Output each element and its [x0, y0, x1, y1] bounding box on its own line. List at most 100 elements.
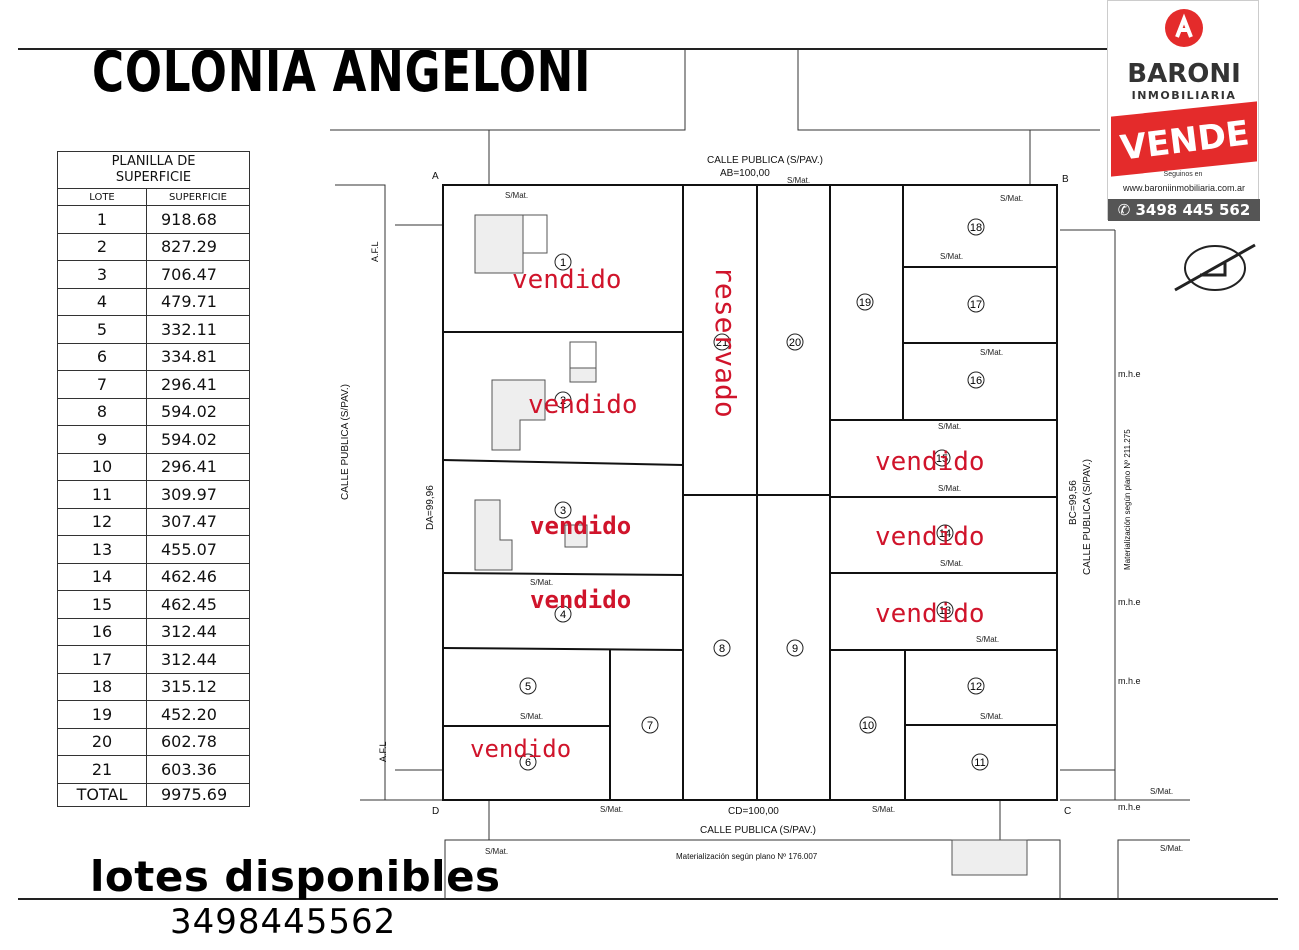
brand-card: BARONI INMOBILIARIA VENDE Seguinos en ww… — [1107, 0, 1260, 221]
column-header-superficie: SUPERFICIE — [146, 188, 250, 206]
table-total-row: TOTAL 9975.69 — [57, 782, 250, 807]
mhe-label-2: m.h.e — [1118, 597, 1141, 607]
brand-phone-number: 3498 445 562 — [1135, 201, 1251, 219]
lot-number: 19 — [859, 297, 871, 309]
lot-number: 5 — [525, 681, 531, 693]
smat-label: S/Mat. — [1160, 844, 1183, 853]
lote-cell: 19 — [57, 700, 147, 729]
smat-label: S/Mat. — [485, 847, 508, 856]
lote-cell: 14 — [57, 562, 147, 591]
reservado-lot-21: reservado — [709, 266, 742, 418]
superficie-cell: 307.47 — [146, 507, 250, 536]
lot-number-circle — [786, 333, 804, 351]
lot-number-circle — [967, 371, 985, 389]
superficie-cell: 462.45 — [146, 590, 250, 619]
page-title: COLONIA ANGELONI — [92, 40, 592, 105]
fence-top-left — [330, 50, 686, 131]
corner-c: C — [1064, 806, 1072, 817]
lot-number: 13 — [939, 605, 951, 617]
lot-number: 16 — [970, 375, 982, 387]
lot-number-circle — [967, 218, 985, 236]
lot-number-circle — [641, 716, 659, 734]
lot-number-circle — [859, 716, 877, 734]
lot-number-circle — [967, 677, 985, 695]
smat-label: S/Mat. — [940, 559, 963, 568]
total-value: 9975.69 — [146, 782, 250, 807]
top-rule — [18, 48, 1108, 50]
lower-right-lot — [1117, 839, 1190, 900]
brand-name: BARONI — [1127, 59, 1241, 89]
vendido-lot-15: vendido — [875, 447, 985, 477]
smat-label: S/Mat. — [976, 635, 999, 644]
lote-cell: 20 — [57, 727, 147, 756]
ab-measure: AB=100,00 — [720, 168, 770, 179]
smat-label: S/Mat. — [1000, 194, 1023, 203]
lot-number: 9 — [792, 643, 798, 655]
vendido-lot-4: vendido — [530, 586, 632, 614]
lot-number: 14 — [939, 528, 951, 540]
lot-number-circle — [554, 253, 572, 271]
superficie-cell: 918.68 — [146, 205, 250, 234]
smat-label: S/Mat. — [938, 422, 961, 431]
mhe-label-3: m.h.e — [1118, 676, 1141, 686]
follow-text: Seguinos en — [1163, 171, 1203, 178]
lot-number-circle — [971, 753, 989, 771]
lot-block — [442, 184, 1058, 801]
lot-number-circle — [856, 293, 874, 311]
lot-number: 8 — [719, 643, 725, 655]
vendido-lot-1: vendido — [512, 265, 622, 295]
total-label: TOTAL — [57, 782, 147, 807]
lot-number: 6 — [525, 757, 531, 769]
vendido-lot-6: vendido — [470, 735, 572, 763]
lot-number-circle — [933, 449, 951, 467]
mhe-label-1: m.h.e — [1118, 369, 1141, 379]
lote-cell: 1 — [57, 205, 147, 234]
brand-subtitle: INMOBILIARIA — [1131, 89, 1237, 102]
bc-measure: BC=99,56 — [1068, 480, 1079, 525]
superficie-cell: 332.11 — [146, 315, 250, 344]
materializacion-bottom: Materialización según plano Nº 176.007 — [676, 852, 818, 861]
calle-left-text: CALLE PUBLICA (S/PAV.) — [340, 384, 351, 500]
lot-number: 11 — [974, 757, 985, 769]
block-outline — [442, 184, 1058, 801]
brand-phone: ✆ 3498 445 562 — [1108, 199, 1260, 221]
lot-number-circle — [554, 605, 572, 623]
smat-label: S/Mat. — [980, 348, 1003, 357]
da-measure: DA=99,96 — [425, 485, 436, 530]
smat-label: S/Mat. — [872, 805, 895, 814]
smat-label: S/Mat. — [980, 712, 1003, 721]
superficie-table: PLANILLA DE SUPERFICIE LOTE SUPERFICIE 1… — [57, 151, 250, 807]
lot-number-circle — [554, 501, 572, 519]
mhe-label-4: m.h.e — [1118, 802, 1141, 812]
lot-number: 20 — [789, 337, 801, 349]
vendido-lot-13: vendido — [875, 599, 985, 629]
lot-number-circle — [936, 524, 954, 542]
lot-number: 1 — [560, 257, 566, 269]
corner-a: A — [432, 171, 439, 182]
corner-b: B — [1062, 174, 1069, 185]
superficie-cell: 462.46 — [146, 562, 250, 591]
buildings — [474, 214, 1028, 876]
caption-line-2: SUPERFICIE — [115, 170, 192, 185]
vendido-lot-2: vendido — [528, 390, 638, 420]
lot-number: 3 — [560, 505, 566, 517]
lot-number: 12 — [970, 681, 982, 693]
smat-label: S/Mat. — [505, 191, 528, 200]
smat-label: S/Mat. — [1150, 787, 1173, 796]
superficie-cell: 452.20 — [146, 700, 250, 729]
footer-phone: 3498445562 — [170, 902, 397, 942]
fence-left — [335, 184, 386, 800]
corner-d: D — [432, 806, 440, 817]
smat-label: S/Mat. — [938, 484, 961, 493]
